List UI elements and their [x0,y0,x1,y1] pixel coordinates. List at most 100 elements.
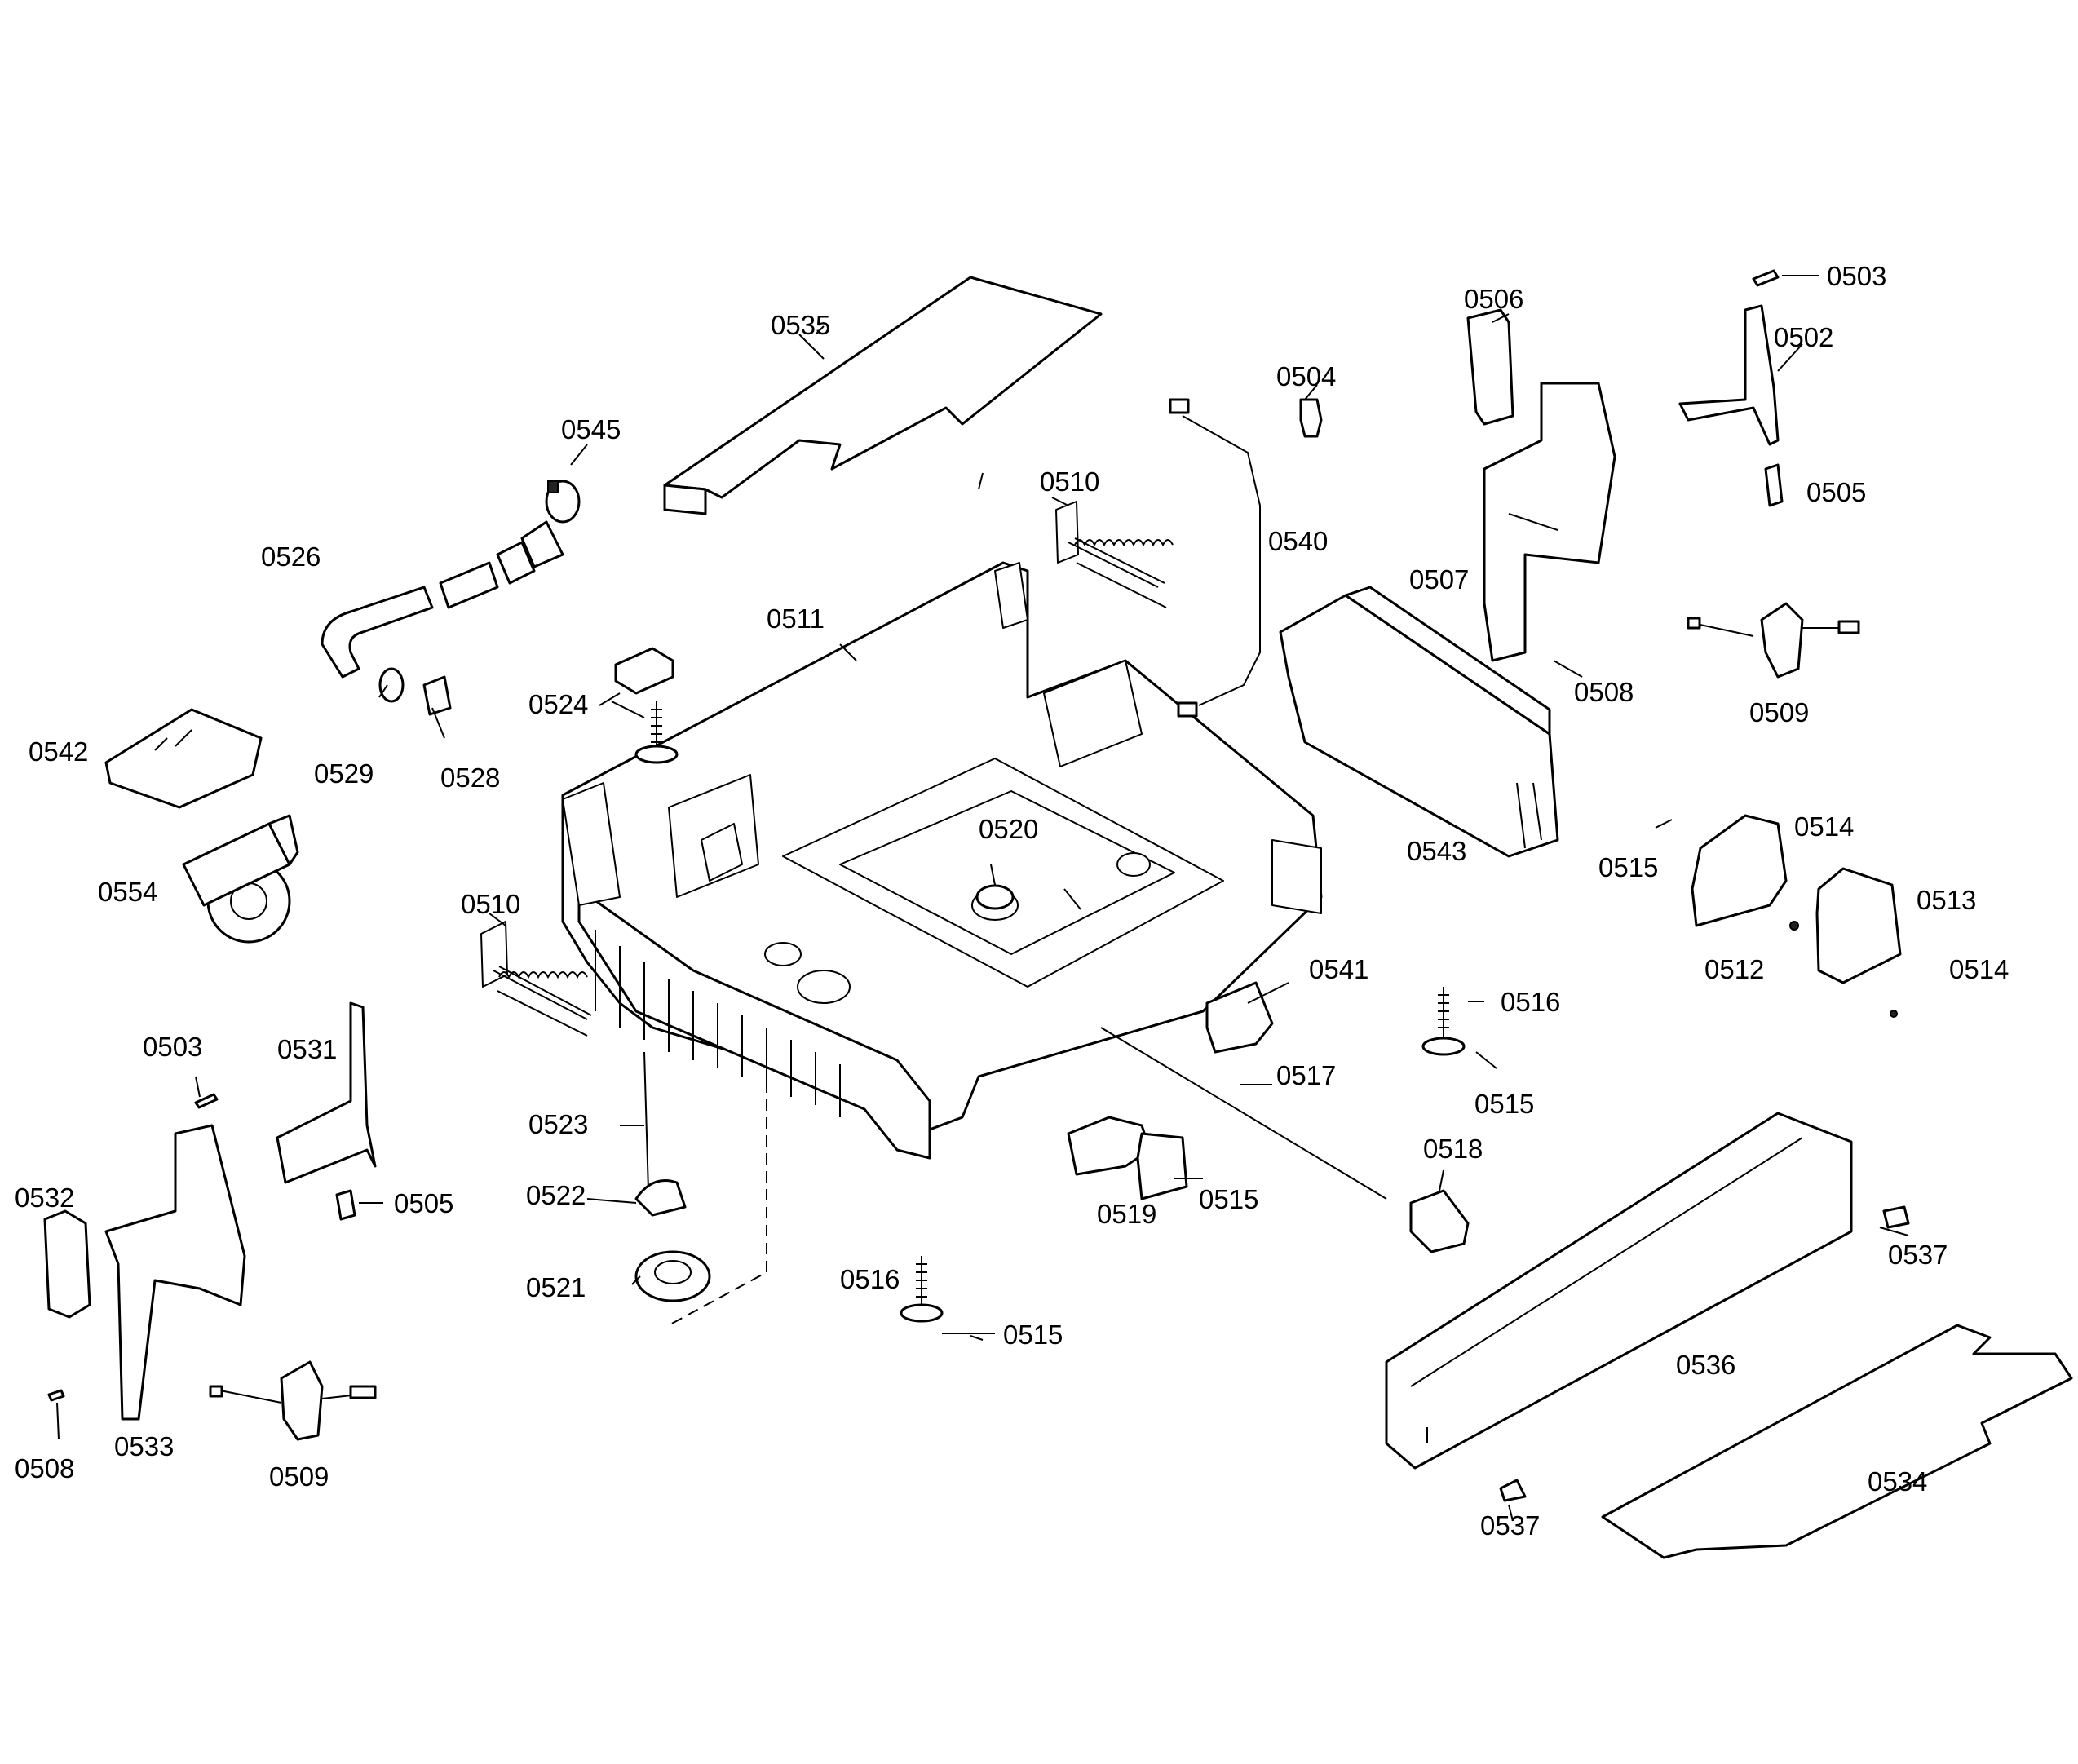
part-0531-bracket [276,1001,377,1184]
part-0517-rod [1100,1027,1387,1200]
part-0534-toe-panel [1601,1324,2073,1559]
callout-0510-top: 0510 [1040,466,1099,497]
part-0503-screw-top [1752,269,1780,287]
part-0514-screw-a [1789,921,1799,931]
callout-0514-a: 0514 [1794,811,1854,842]
part-0536-toe-kick [1385,1112,1853,1470]
part-0541-valve [1205,981,1274,1054]
part-0532-side-trim [43,1209,91,1319]
callout-0509-top: 0509 [1749,697,1809,727]
callout-0533: 0533 [114,1431,174,1461]
callout-0545: 0545 [561,414,621,444]
callout-0508-left: 0508 [15,1453,74,1483]
part-0518-knob [1409,1189,1470,1253]
part-0516-foot-a [1421,987,1466,1056]
part-0507-bracket [1483,382,1616,662]
callout-0535: 0535 [771,310,830,340]
part-0535-cover-panel [663,276,1103,515]
callout-0537-bottom: 0537 [1480,1510,1540,1541]
part-0506-cover [1466,308,1514,426]
part-0509-sensor-bottom [209,1360,377,1441]
callout-0521: 0521 [526,1272,586,1302]
callout-0520: 0520 [979,814,1038,844]
callout-0536: 0536 [1676,1350,1735,1380]
callout-0504: 0504 [1276,361,1336,391]
part-0511-base-tub [561,561,1323,1160]
callout-0515-d: 0515 [1003,1320,1063,1350]
part-0510-spring-top [1055,501,1174,608]
part-0515-screw-a [1655,819,1673,829]
callout-0513: 0513 [1917,885,1976,915]
part-0520-float [975,884,1015,910]
part-0523-wire [643,1051,649,1191]
callout-0514-b: 0514 [1949,954,2009,984]
callout-0503-top: 0503 [1827,261,1886,291]
part-0513-cover [1815,867,1902,984]
callout-0528: 0528 [440,763,500,793]
part-0502-bracket [1678,304,1780,446]
callout-0537-right: 0537 [1888,1240,1948,1270]
callout-0523: 0523 [528,1109,588,1139]
callout-0541: 0541 [1309,954,1368,984]
callout-0543: 0543 [1407,836,1466,866]
callout-0540: 0540 [1268,526,1328,556]
callout-0519: 0519 [1097,1199,1156,1229]
part-0508-screw-left [47,1389,65,1402]
callout-labels: 0503 0502 0506 0504 0535 0545 0526 0510 … [15,261,2009,1541]
callout-0511: 0511 [767,603,825,634]
part-0516-foot-b [900,1256,944,1323]
part-0510-spring-bottom [480,921,592,1037]
part-0505-clip-top [1764,463,1784,507]
part-0540-wire-harness [1169,398,1261,718]
dashed-guide-sump [668,1028,767,1326]
callout-0508-top: 0508 [1574,677,1634,707]
callout-0510-bottom: 0510 [461,889,520,919]
callout-0529: 0529 [314,758,374,789]
callout-0505-left: 0505 [394,1188,453,1218]
part-0519-inlet-valve [1067,1116,1188,1200]
callout-0515-c: 0515 [1199,1184,1258,1214]
part-0505-clip-left [335,1189,356,1221]
part-0512-housing [1691,814,1788,927]
callout-0518: 0518 [1423,1134,1483,1164]
part-0524-leveling-foot [614,647,679,764]
callout-0554: 0554 [98,877,157,907]
part-0533-bracket [104,1124,246,1421]
callout-0516-b: 0516 [840,1264,900,1294]
callout-0531: 0531 [277,1034,337,1064]
callout-0515-a: 0515 [1598,852,1658,882]
part-0528-clip [422,675,452,716]
callout-0502: 0502 [1774,322,1833,352]
callout-0526: 0526 [261,542,321,572]
callout-0517: 0517 [1276,1060,1336,1090]
part-0504-connector [1299,398,1323,438]
part-0543-control-module [1279,586,1559,858]
part-0503-screw-left [194,1093,219,1109]
part-0554-drain-pump [182,814,299,944]
callout-0503-left: 0503 [143,1032,202,1062]
part-0514-screw-b [1890,1010,1898,1018]
callout-0532: 0532 [15,1183,74,1213]
part-0526-drain-hose [321,520,564,679]
part-0542-hardware-bag [104,708,263,809]
callout-0505-top: 0505 [1806,477,1866,507]
callout-0522: 0522 [526,1180,586,1210]
part-0529-clamp [378,667,405,703]
callout-0512: 0512 [1704,954,1764,984]
callout-0507: 0507 [1409,564,1469,595]
callout-0534: 0534 [1868,1466,1927,1497]
callout-0542: 0542 [29,736,88,767]
part-0537-screw-bottom [1499,1479,1527,1502]
part-0522-sensor [634,1179,687,1217]
part-0537-screw-right [1882,1205,1910,1229]
callout-0506: 0506 [1464,284,1523,314]
part-0521-sump [634,1250,711,1302]
part-0509-sensor-top [1687,602,1860,679]
callout-0524: 0524 [528,689,588,719]
callout-0516-a: 0516 [1501,987,1560,1017]
callout-0515-b: 0515 [1474,1089,1534,1119]
part-0545-hose-clamp [545,480,581,524]
callout-0509-bottom: 0509 [269,1461,329,1492]
leader-lines [56,275,1909,1522]
